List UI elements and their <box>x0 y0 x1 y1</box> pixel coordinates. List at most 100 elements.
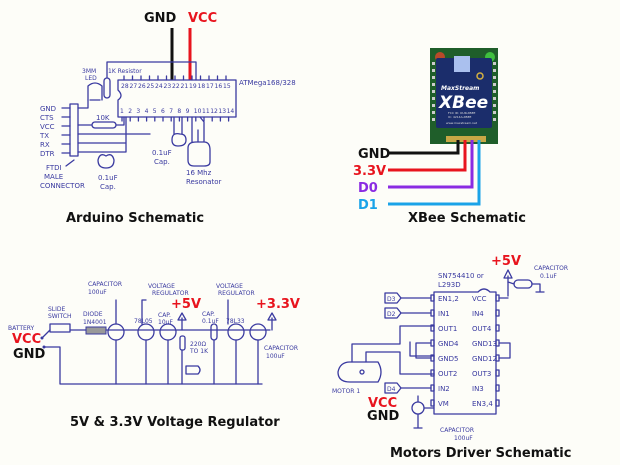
input-tag-label: D3 <box>387 296 396 303</box>
xbee-pin <box>432 69 435 72</box>
motor-icon <box>337 361 382 383</box>
chip-pin-label: 17 <box>206 83 214 90</box>
input-tag-label: D4 <box>387 386 396 393</box>
chip-pin-label: 7 <box>169 108 173 115</box>
motor-pin-label: IN1 <box>438 310 450 318</box>
chip-pin-label: 14 <box>227 108 235 115</box>
ftdi-pin-label: CTS <box>40 114 54 122</box>
cap-chip-icon <box>171 116 187 147</box>
motor-driver-schematic: SN754410 or L293D +5V CAPACITOR 0.1uF EN… <box>332 254 571 461</box>
capacitor-icon <box>107 323 125 341</box>
chip-pin-label: 8 <box>177 108 181 115</box>
reg1-label-2: REGULATOR <box>152 290 189 297</box>
motor-pin <box>495 309 500 317</box>
xbee-pin <box>493 62 496 65</box>
led-label-2: LED <box>85 75 97 82</box>
ftdi-label-1: FTDI <box>46 164 62 172</box>
slide-switch-icon <box>49 323 71 333</box>
ftdi-arrow <box>65 159 75 167</box>
switch-label-1: SLIDE <box>48 306 66 313</box>
input-tag-label: D2 <box>387 311 396 318</box>
motor-pin-label: GND4 <box>438 340 459 348</box>
cap-in-label-2: 100uF <box>88 289 107 296</box>
cap-ftdi-label-2: Cap. <box>100 183 116 191</box>
chip-pin-label: 6 <box>161 108 165 115</box>
cap01-label-1: CAP. <box>202 311 215 318</box>
led-5v-icon <box>181 349 201 385</box>
chip-pin-label: 3 <box>136 108 140 115</box>
chip-pin-label: 19 <box>189 83 197 90</box>
xbee-pin <box>432 97 435 100</box>
xbee-pin <box>493 69 496 72</box>
cap10-label-2: 10uF <box>158 319 173 326</box>
motor-vm-cap-label-2: 100uF <box>454 435 473 442</box>
ftdi-pin-label: RX <box>40 141 50 149</box>
diode-icon <box>85 326 107 335</box>
battery-label: BATTERY <box>8 325 35 332</box>
motor-pin-label: OUT3 <box>472 370 491 378</box>
motor-pin <box>430 324 435 332</box>
atmega-label: ATMega168/328 <box>239 79 296 87</box>
out-33v-arrow-icon <box>267 312 277 331</box>
cap-out-label-2: 100uF <box>266 353 285 360</box>
regulator-rails <box>41 329 271 385</box>
motor-5v-label: +5V <box>491 254 521 269</box>
xbee-fine-1: FCC ID: OUR-XBEE <box>448 111 475 115</box>
cap-ftdi-label-1: 0.1uF <box>98 174 118 182</box>
input-tag <box>384 382 402 394</box>
ftdi-connector <box>69 103 79 157</box>
cap-out-label-1: CAPACITOR <box>264 345 298 352</box>
ftdi-label-2: MALE <box>44 173 63 181</box>
chip-pin-label: 22 <box>172 83 180 90</box>
motor-vcc-label: VCC <box>368 396 397 411</box>
regulator-vcc-label: VCC <box>12 332 41 347</box>
motor-pin-label: IN3 <box>472 385 484 393</box>
resonator-icon <box>187 116 211 167</box>
cap-in-label-1: CAPACITOR <box>88 281 122 288</box>
reg2-label-1: VOLTAGE <box>216 283 243 290</box>
antenna-icon <box>476 72 484 80</box>
chip-pin-label: 11 <box>202 108 210 115</box>
motor-cap-label-1: CAPACITOR <box>534 265 568 272</box>
led-icon <box>87 82 103 101</box>
motor-pin-label: OUT1 <box>438 325 457 333</box>
motor-pin-label: OUT4 <box>472 325 492 333</box>
motor-chip-label-1: SN754410 or <box>438 272 484 280</box>
input-tag <box>384 307 402 319</box>
xbee-pin <box>493 118 496 121</box>
motor-chip-pins: EN1,2IN1OUT1GND4GND5OUT2IN2VMVCCIN4OUT4G… <box>415 294 511 408</box>
xbee-pin <box>432 83 435 86</box>
motor-pin <box>495 324 500 332</box>
resistor-10k-label: 10K <box>96 114 110 122</box>
switch-label-2: SWITCH <box>48 313 72 320</box>
motor-pin <box>495 369 500 377</box>
resistor-1k-label: 1K Resistor <box>108 68 142 75</box>
chip-pin-label: 13 <box>218 108 226 115</box>
label-leaders <box>115 299 229 325</box>
xbee-brand: MaxStream <box>441 85 479 92</box>
motor-chip-label-2: L293D <box>438 281 461 289</box>
chip-pin-label: 5 <box>153 108 157 115</box>
arduino-vcc-label: VCC <box>188 11 217 26</box>
chip-pin-label: 25 <box>147 83 155 90</box>
resistor-10k-icon <box>91 121 117 129</box>
motor-cap-label-2: 0.1uF <box>540 273 557 280</box>
chip-pin-label: 2 <box>128 108 132 115</box>
cap-chip-label-2: Cap. <box>154 158 170 166</box>
arduino-title: Arduino Schematic <box>66 211 204 226</box>
chip-pin-label: 28 <box>121 83 129 90</box>
regulator-icon <box>227 323 245 341</box>
xbee-module-name: XBee <box>438 93 488 113</box>
xbee-pin <box>432 118 435 121</box>
cap-ftdi-icon <box>97 154 115 169</box>
regulator-components <box>107 299 267 385</box>
resistor-220-icon <box>179 335 186 351</box>
xbee-wire <box>388 140 481 206</box>
motor-chip <box>433 288 497 415</box>
motor-pin <box>430 399 435 407</box>
motor-pin-label: VCC <box>472 295 487 303</box>
xbee-header <box>446 136 486 142</box>
